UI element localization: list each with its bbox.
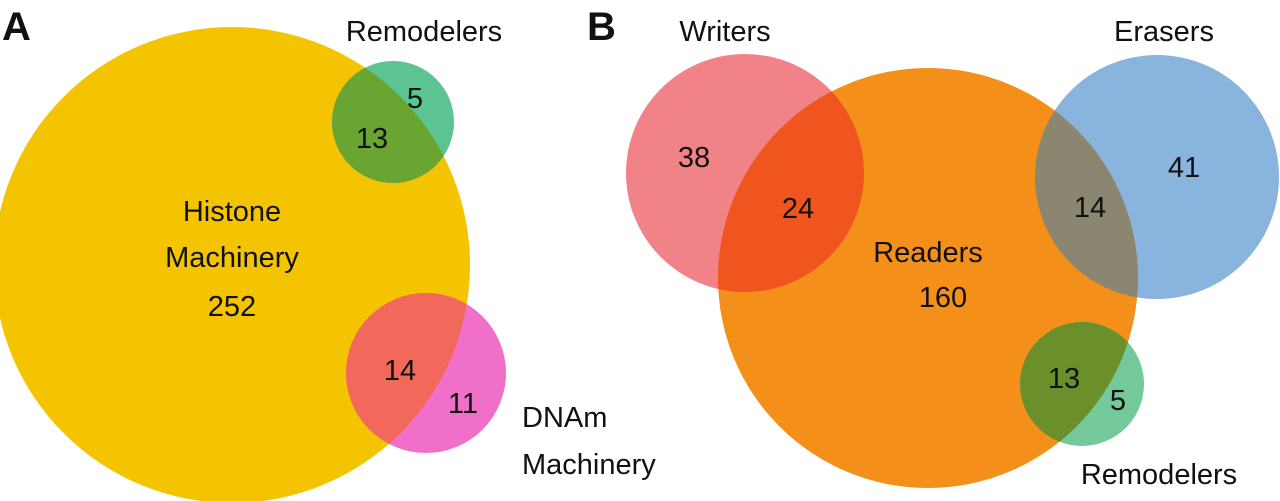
remodelers-only-count-a: 5	[407, 83, 423, 115]
dnam-label-line1: DNAm	[522, 402, 607, 434]
panel-b-letter: B	[587, 5, 616, 49]
histone-only-count: 252	[208, 291, 256, 323]
panel-a-letter: A	[2, 5, 31, 49]
remodelers-label-b: Remodelers	[1081, 459, 1237, 491]
histone-label-line1: Histone	[183, 196, 281, 228]
panel-a: A Remodelers Histone Machinery 252 5 13 …	[0, 5, 656, 501]
readers-erasers-count: 14	[1074, 192, 1106, 224]
remodelers-label-a: Remodelers	[346, 16, 502, 48]
readers-label: Readers	[873, 237, 983, 269]
erasers-only-count: 41	[1168, 152, 1200, 184]
writers-label: Writers	[679, 16, 770, 48]
writers-readers-count: 24	[782, 193, 814, 225]
remodelers-only-count-b: 5	[1110, 385, 1126, 417]
histone-label-line2: Machinery	[165, 242, 299, 274]
writers-only-count: 38	[678, 142, 710, 174]
histone-dnam-count: 14	[384, 355, 416, 387]
dnam-only-count: 11	[448, 388, 478, 420]
erasers-label: Erasers	[1114, 16, 1214, 48]
readers-remodelers-count: 13	[1048, 363, 1080, 395]
dnam-label-line2: Machinery	[522, 449, 656, 481]
readers-only-count: 160	[919, 282, 967, 314]
panel-b: B Writers Erasers 38 24 Readers 160 14 4…	[587, 5, 1279, 491]
histone-remodelers-count: 13	[356, 123, 388, 155]
